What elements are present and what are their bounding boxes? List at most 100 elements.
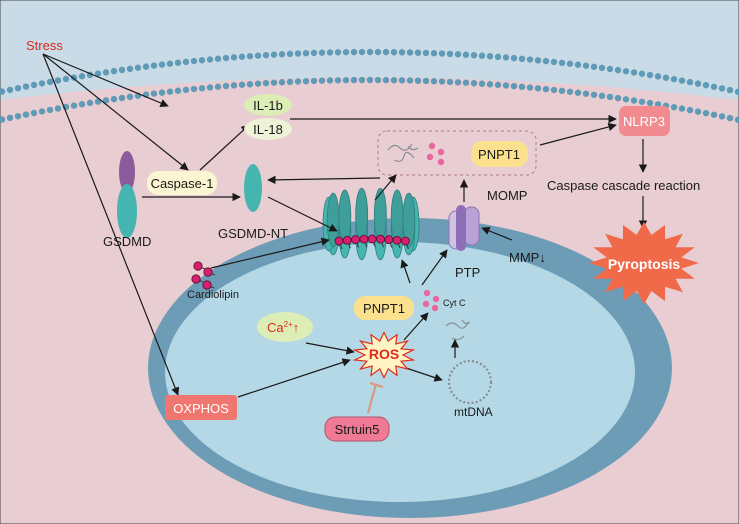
sirtuin5-shape <box>324 416 390 442</box>
membrane-bead <box>278 79 286 86</box>
gsdmd-protein <box>117 151 137 238</box>
membrane-bead <box>438 50 446 57</box>
mtdna-circle <box>447 359 493 405</box>
stress-label: Stress <box>26 38 63 53</box>
membrane-bead <box>606 93 614 101</box>
membrane-bead <box>254 80 262 87</box>
caspase1-shape <box>147 171 217 195</box>
membrane-bead <box>510 54 518 62</box>
membrane-bead <box>30 109 38 117</box>
membrane-bead <box>678 77 686 84</box>
membrane-bead <box>198 85 206 92</box>
membrane-bead <box>166 60 174 67</box>
membrane-bead <box>54 105 62 112</box>
membrane-bead <box>350 48 358 56</box>
membrane-bead <box>358 76 366 84</box>
membrane-bead <box>534 85 542 92</box>
membrane-bead <box>702 109 710 117</box>
membrane-bead <box>670 75 678 83</box>
membrane-bead <box>662 74 670 81</box>
membrane-bead <box>22 111 30 118</box>
membrane-bead <box>326 77 334 84</box>
membrane-bead <box>294 50 302 57</box>
membrane-bead <box>334 77 342 84</box>
membrane-bead <box>246 52 254 60</box>
mitochondrion-inner <box>165 242 635 502</box>
membrane-bead <box>582 62 590 69</box>
pore-subunit <box>402 192 416 248</box>
mmp-label: MMP↓ <box>509 250 546 265</box>
membrane-bead <box>38 108 46 115</box>
pyroptosis-burst <box>589 221 699 305</box>
membrane-bead <box>446 78 454 86</box>
membrane-bead <box>350 76 358 84</box>
membrane-bead <box>710 83 718 90</box>
membrane-bead <box>430 50 438 57</box>
nlrp3-label: NLRP3 <box>623 114 665 129</box>
membrane-bead <box>454 51 462 58</box>
oxphos-shape <box>165 395 237 420</box>
membrane-bead <box>502 82 510 89</box>
ros-label: ROS <box>369 346 399 362</box>
membrane-bead <box>630 69 638 76</box>
membrane-bead <box>214 83 222 90</box>
membrane-bead <box>390 48 398 56</box>
membrane-bead <box>262 51 270 59</box>
pore-subunit <box>355 187 369 243</box>
membrane-bead <box>478 52 486 59</box>
cardiolipin-head <box>334 236 344 246</box>
membrane-bead <box>702 81 710 89</box>
membrane-bead <box>566 88 574 95</box>
membrane-bead <box>150 90 158 97</box>
membrane-bead <box>406 77 414 84</box>
cytc-dots-mid <box>422 289 440 312</box>
membrane-bead <box>542 85 550 93</box>
membrane-bead <box>342 76 350 84</box>
membrane-bead <box>222 82 230 90</box>
membrane-bead <box>558 59 566 67</box>
membrane-bead <box>206 56 214 63</box>
membrane-bead <box>494 81 502 89</box>
membrane-bead <box>574 61 582 68</box>
membrane-bead <box>454 79 462 86</box>
momp-label: MOMP <box>487 188 527 203</box>
membrane-bead <box>526 56 534 63</box>
membrane-bead <box>0 88 6 95</box>
membrane-bead <box>222 54 230 62</box>
membrane-bead <box>614 66 622 74</box>
cardiolipin-head <box>351 235 361 244</box>
membrane-bead <box>102 69 110 76</box>
ros-burst <box>352 331 416 379</box>
membrane-bead <box>134 64 142 71</box>
ca-label: Ca2+↑ <box>267 320 299 335</box>
cardiolipin-head <box>359 234 369 244</box>
membrane-bead <box>526 84 534 91</box>
membrane-bead <box>190 85 198 93</box>
membrane-bead <box>494 53 502 61</box>
membrane-bead <box>118 66 126 74</box>
membrane-bead <box>342 48 350 56</box>
membrane-bead <box>78 101 86 108</box>
membrane-bead <box>414 77 422 84</box>
membrane-bead <box>438 78 446 85</box>
membrane-bead <box>286 78 294 86</box>
membrane-bead <box>726 114 734 122</box>
membrane-bead <box>0 116 6 123</box>
membrane-bead <box>70 74 78 81</box>
membrane-bead <box>614 94 622 102</box>
membrane-bead <box>118 94 126 102</box>
cell-membrane <box>0 48 739 123</box>
membrane-bead <box>518 55 526 63</box>
membrane-bead <box>302 77 310 85</box>
membrane-bead <box>678 105 686 112</box>
membrane-bead <box>126 93 134 101</box>
membrane-bead <box>182 58 190 66</box>
membrane-bead <box>166 88 174 95</box>
membrane-bead <box>254 52 262 59</box>
cardiolipin-head <box>384 235 394 244</box>
pnpt1-top-label: PNPT1 <box>478 147 520 162</box>
membrane-bead <box>718 113 726 120</box>
membrane-bead <box>54 77 62 84</box>
